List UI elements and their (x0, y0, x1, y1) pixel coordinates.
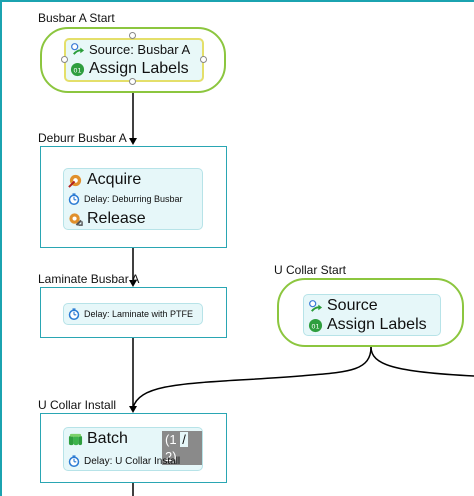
source-icon (308, 299, 323, 314)
connector-ucollar-start-to-install (132, 346, 372, 409)
acquire-icon (68, 173, 83, 188)
row-source[interactable]: Source (308, 297, 378, 315)
activity-panel[interactable]: Source 01 Assign Labels (303, 294, 441, 336)
row-label: Delay: Deburring Busbar (84, 194, 183, 204)
row-assign-labels[interactable]: 01 Assign Labels (70, 60, 189, 78)
batch-counter-current: 1 (169, 432, 177, 447)
row-label: Delay: U Collar Install (84, 455, 181, 467)
block-title-busbar-a-start: Busbar A Start (38, 11, 115, 25)
block-title-laminate-busbar-a: Laminate Busbar A (38, 272, 140, 286)
block-title-u-collar-install: U Collar Install (38, 398, 117, 412)
source-block-busbar-a-start[interactable]: Source: Busbar A 01 Assign Labels (40, 27, 226, 93)
block-title-u-collar-start: U Collar Start (274, 263, 347, 277)
row-source[interactable]: Source: Busbar A (70, 42, 190, 57)
row-delay[interactable]: Delay: Laminate with PTFE (68, 308, 193, 320)
arrowhead-ucollar-install (129, 406, 137, 413)
row-label: Source (327, 297, 378, 314)
source-icon (70, 42, 85, 57)
row-label: Source: Busbar A (89, 42, 191, 57)
connector-ucollar-start-offscreen (370, 346, 474, 377)
row-label: Assign Labels (89, 60, 189, 77)
row-label: Delay: Laminate with PTFE (84, 309, 194, 319)
process-block-deburr-busbar-a[interactable]: Acquire Delay: Deburring Busbar Release (40, 146, 227, 248)
process-block-u-collar-install[interactable]: Batch (1 / 2) Delay: U Collar Install (40, 413, 227, 483)
assign-labels-icon: 01 (70, 62, 85, 77)
batch-counter-separator: / (180, 432, 188, 447)
assign-labels-icon: 01 (308, 318, 323, 333)
resize-handle-left[interactable] (61, 56, 68, 63)
activity-panel[interactable]: Source: Busbar A 01 Assign Labels (64, 38, 204, 82)
batch-counter-total: 2 (165, 449, 173, 464)
row-label: Release (87, 210, 146, 227)
row-acquire[interactable]: Acquire (68, 171, 141, 189)
row-delay[interactable]: Delay: U Collar Install (68, 455, 180, 467)
row-label: Acquire (87, 171, 142, 188)
svg-text:01: 01 (73, 66, 81, 74)
source-block-u-collar-start[interactable]: Source 01 Assign Labels (277, 278, 464, 347)
delay-icon (68, 455, 80, 467)
batch-counter: (1 / 2) (162, 431, 202, 465)
activity-panel[interactable]: Batch (1 / 2) Delay: U Collar Install (63, 427, 203, 471)
row-delay[interactable]: Delay: Deburring Busbar (68, 193, 183, 205)
row-label: Batch (87, 430, 128, 447)
svg-text:01: 01 (311, 322, 319, 330)
arrowhead-laminate (129, 280, 137, 287)
delay-icon (68, 193, 80, 205)
block-title-deburr-busbar-a: Deburr Busbar A (38, 131, 127, 145)
resize-handle-right[interactable] (200, 56, 207, 63)
batch-icon (68, 432, 83, 447)
process-block-laminate-busbar-a[interactable]: Delay: Laminate with PTFE (40, 287, 227, 338)
row-label: Assign Labels (327, 316, 427, 333)
row-assign-labels[interactable]: 01 Assign Labels (308, 316, 427, 334)
activity-panel[interactable]: Acquire Delay: Deburring Busbar Release (63, 168, 203, 230)
release-icon (68, 212, 83, 227)
delay-icon (68, 308, 80, 320)
activity-panel[interactable]: Delay: Laminate with PTFE (63, 303, 203, 325)
resize-handle-bottom[interactable] (129, 78, 136, 85)
row-batch[interactable]: Batch (68, 430, 128, 448)
row-release[interactable]: Release (68, 210, 146, 228)
resize-handle-top[interactable] (129, 32, 136, 39)
arrowhead-deburr (129, 138, 137, 145)
